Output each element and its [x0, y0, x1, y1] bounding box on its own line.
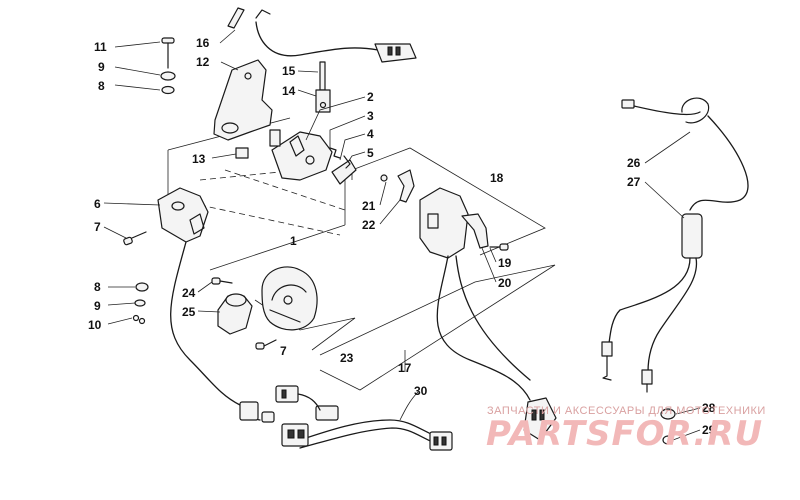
screw-7b [255, 339, 277, 350]
callout-13: 13 [192, 152, 206, 166]
callout-26: 26 [627, 156, 641, 170]
callout-29: 29 [702, 423, 716, 437]
callout-5: 5 [367, 146, 374, 160]
callout-17: 17 [398, 361, 412, 375]
wire-17b [455, 255, 531, 381]
callout-22: 22 [362, 218, 376, 232]
washer-9 [160, 71, 176, 81]
clip-4 [331, 159, 357, 185]
connector-plug [374, 43, 417, 63]
callout-8b: 8 [94, 280, 101, 294]
callout-30: 30 [414, 384, 428, 398]
housing-6 [157, 187, 209, 243]
callout-12: 12 [196, 55, 210, 69]
switch-housing-23 [261, 266, 318, 331]
watermark-logo: PARTSFOR.RU [486, 414, 764, 454]
sensor-cable-26 [621, 97, 749, 211]
key-14 [315, 61, 331, 113]
harness-30 [239, 385, 453, 451]
callout-9: 9 [98, 60, 105, 74]
callout-3: 3 [367, 109, 374, 123]
screw-19 [489, 243, 509, 251]
callout-20: 20 [498, 276, 512, 290]
watermark-tagline: ЗАПЧАСТИ И АКСЕССУАРЫ ДЛЯ МОТОТЕХНИКИ [487, 405, 766, 417]
wire-16 [255, 21, 379, 57]
connector-17 [523, 397, 557, 441]
washer-8 [161, 85, 175, 95]
assembly-outline-17 [319, 264, 556, 391]
block-13 [235, 147, 249, 159]
bolt-11 [161, 37, 175, 69]
callout-23: 23 [340, 351, 354, 365]
callout-14: 14 [282, 84, 296, 98]
wire-6 [170, 241, 241, 406]
lever-21 [380, 169, 415, 203]
nut-10 [132, 314, 146, 325]
cap-25 [217, 293, 253, 335]
callout-4: 4 [367, 127, 374, 141]
callout-6: 6 [94, 197, 101, 211]
throttle-housing-18 [419, 187, 489, 259]
wire-17 [436, 255, 531, 401]
washer-9b [134, 299, 146, 307]
callout-24: 24 [182, 286, 196, 300]
callout-16: 16 [196, 36, 210, 50]
callout-28: 28 [702, 401, 716, 415]
callout-7: 7 [94, 220, 101, 234]
callout-1: 1 [290, 234, 297, 248]
callout-11: 11 [94, 40, 107, 54]
callout-15: 15 [282, 64, 296, 78]
sensor-27 [601, 213, 703, 393]
switch-housing [269, 129, 333, 181]
pin-16 [227, 7, 271, 29]
spring-5 [343, 155, 351, 169]
callout-9b: 9 [94, 299, 101, 313]
washer-28 [660, 408, 676, 420]
screw-7 [123, 231, 147, 246]
leader-lines [103, 29, 701, 441]
callout-21: 21 [362, 199, 376, 213]
callout-18: 18 [490, 171, 504, 185]
bracket-12 [213, 59, 273, 141]
spring-3 [329, 147, 341, 159]
callout-10: 10 [88, 318, 102, 332]
washer-8b [135, 282, 149, 292]
callout-25: 25 [182, 305, 196, 319]
alignment-dashes [199, 169, 346, 236]
callout-19: 19 [498, 256, 512, 270]
callout-8: 8 [98, 79, 105, 93]
screw-24 [211, 277, 233, 285]
callout-labels: 11 9 8 16 12 15 14 2 3 4 5 13 6 7 1 8 9 … [88, 36, 716, 437]
callout-7b: 7 [280, 344, 287, 358]
callout-2: 2 [367, 90, 374, 104]
callout-27: 27 [627, 175, 641, 189]
